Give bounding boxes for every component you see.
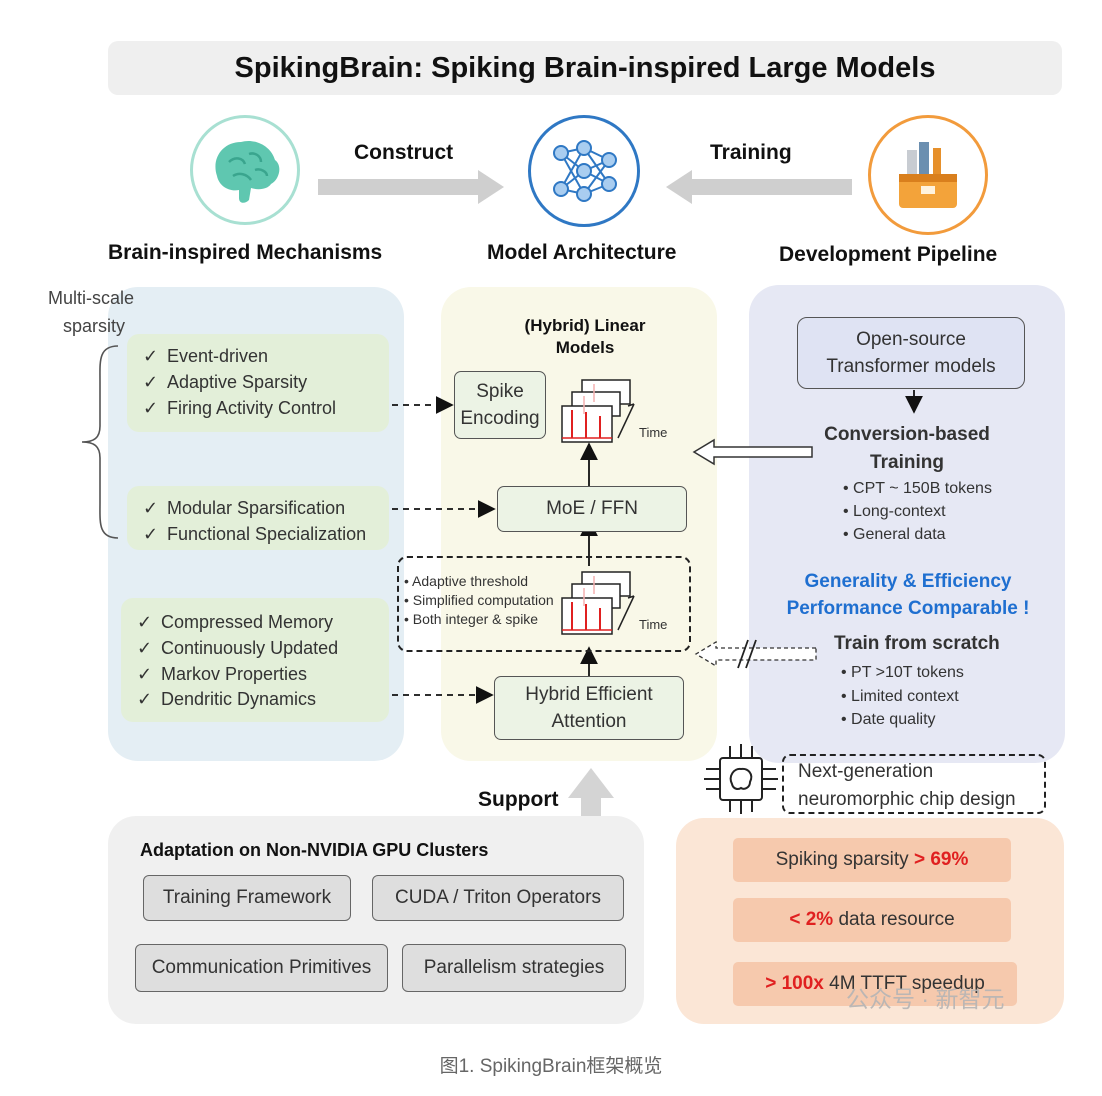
note-item: • Simplified computation <box>404 592 554 608</box>
spiking-sparsity-box: Spiking sparsity > 69% <box>733 838 1011 882</box>
check-item: ✓Dendritic Dynamics <box>137 689 317 709</box>
scratch-bullet: • Limited context <box>841 688 959 705</box>
time-label: Time <box>639 425 668 440</box>
curly-brace <box>81 345 119 539</box>
chip-icon <box>704 744 778 814</box>
check-item: ✓Modular Sparsification <box>143 498 346 518</box>
brain-mechanisms-label: Brain-inspired Mechanisms <box>108 241 383 264</box>
cuda-triton-box: CUDA / Triton Operators <box>372 875 624 921</box>
ttft-speedup-box: > 100x 4M TTFT speedup <box>733 962 1017 1006</box>
training-arrow <box>666 170 852 204</box>
conversion-bullet: • Long-context <box>843 503 946 520</box>
scratch-bullet: • PT >10T tokens <box>841 664 964 681</box>
multi-scale-line1: Multi-scale <box>48 288 135 308</box>
check-item: ✓Compressed Memory <box>137 612 334 632</box>
neural-network-icon <box>528 115 640 227</box>
model-architecture-label: Model Architecture <box>487 241 677 264</box>
multi-scale-line2: sparsity <box>63 316 126 336</box>
hybrid-attention-box: Hybrid Efficient Attention <box>494 676 684 740</box>
check-item: ✓Firing Activity Control <box>143 398 337 418</box>
development-pipeline-label: Development Pipeline <box>779 243 998 266</box>
conversion-bullet: • CPT ~ 150B tokens <box>843 480 992 497</box>
spike-train-icon <box>561 379 635 443</box>
mechanism-group-1 <box>127 334 389 432</box>
note-item: • Both integer & spike <box>404 611 539 627</box>
spike-train-icon <box>561 571 635 635</box>
page-title: SpikingBrain: Spiking Brain-inspired Lar… <box>234 51 936 84</box>
spiking-notes-dashed-box <box>397 556 691 652</box>
generality-efficiency-text: Generality & Efficiency Performance Comp… <box>786 571 1030 619</box>
data-resource-box: < 2% data resource <box>733 898 1011 942</box>
watermark: 公众号 · 新智元 <box>846 986 1005 1012</box>
train-from-scratch-title: Train from scratch <box>834 633 1000 654</box>
parallelism-strategies-box: Parallelism strategies <box>402 944 626 992</box>
conversion-bullet: • General data <box>843 526 946 543</box>
scratch-bullet: • Date quality <box>841 711 936 728</box>
gpu-adaptation-title: Adaptation on Non-NVIDIA GPU Clusters <box>140 840 489 860</box>
brain-icon <box>190 115 300 225</box>
construct-label: Construct <box>354 141 454 164</box>
check-item: ✓Functional Specialization <box>143 524 367 544</box>
check-item: ✓Continuously Updated <box>137 638 339 658</box>
check-item: ✓Event-driven <box>143 346 269 366</box>
training-label: Training <box>710 141 792 164</box>
communication-primitives-box: Communication Primitives <box>135 944 388 992</box>
spike-encoding-box: Spike Encoding <box>454 371 546 439</box>
note-item: • Adaptive threshold <box>404 573 528 589</box>
open-source-box: Open-source Transformer models <box>797 317 1025 389</box>
title-bar: SpikingBrain: Spiking Brain-inspired Lar… <box>108 41 1062 95</box>
check-item: ✓Adaptive Sparsity <box>143 372 308 392</box>
time-label: Time <box>639 617 668 632</box>
linear-models-heading: (Hybrid) Linear Models <box>524 316 646 357</box>
figure-caption: 图1. SpikingBrain框架概览 <box>439 1056 663 1077</box>
conversion-training-title: Conversion-based Training <box>824 424 990 473</box>
mechanism-group-2 <box>127 486 389 550</box>
construct-arrow <box>318 170 504 204</box>
toolbox-icon <box>868 115 988 235</box>
mechanism-group-3 <box>121 598 389 722</box>
moe-ffn-box: MoE / FFN <box>497 486 687 532</box>
check-item: ✓Markov Properties <box>137 664 308 684</box>
support-label: Support <box>478 788 559 811</box>
training-framework-box: Training Framework <box>143 875 351 921</box>
chip-design-box: Next-generation neuromorphic chip design <box>782 754 1046 814</box>
